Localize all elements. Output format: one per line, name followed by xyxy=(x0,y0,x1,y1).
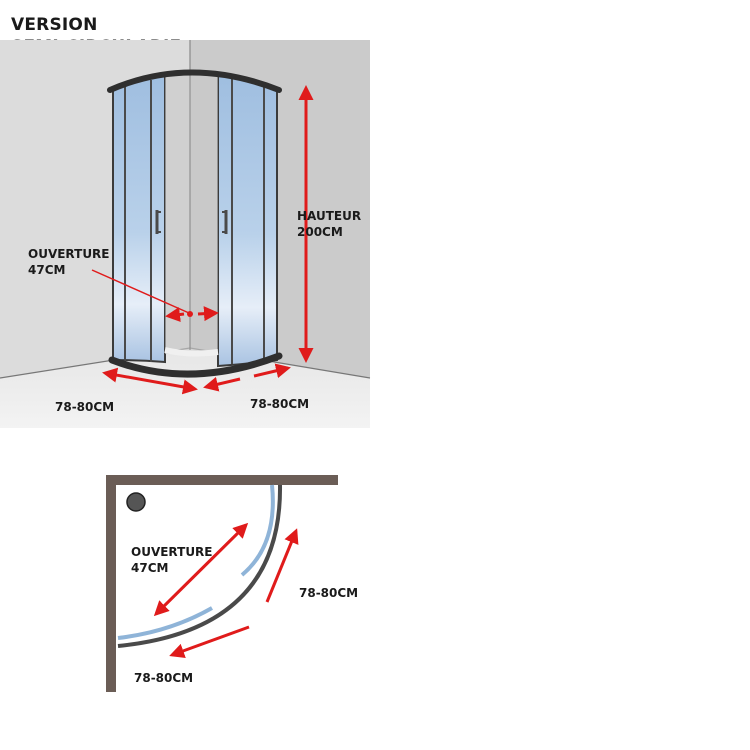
dimension-arrows-plan xyxy=(153,522,299,658)
top-rail xyxy=(107,69,282,93)
dimension-arrows-3d xyxy=(91,85,314,395)
right-width-arrow-a xyxy=(203,376,241,392)
left-width-arrow xyxy=(102,367,198,395)
opening-pointer xyxy=(91,269,190,314)
opening-label-plan-line1: OUVERTURE xyxy=(131,545,213,559)
opening-label-plan: OUVERTURE 47CM xyxy=(131,544,213,576)
opening-arrow-right xyxy=(197,306,219,322)
opening-label-3d-line1: OUVERTURE xyxy=(28,247,110,261)
shower-enclosure xyxy=(107,69,283,378)
plan-right-width-arrow xyxy=(265,528,299,603)
plan-bottom-width-arrow xyxy=(169,625,250,658)
plan-glass-right xyxy=(240,484,275,577)
left-width-label-3d: 78-80CM xyxy=(55,400,115,414)
opening-label-3d: OUVERTURE 47CM xyxy=(28,246,110,278)
opening-label-3d-line2: 47CM xyxy=(28,263,66,277)
plan-wall-left xyxy=(106,475,116,692)
right-width-label-3d: 78-80CM xyxy=(250,397,310,411)
height-label: HAUTEUR 200CM xyxy=(297,208,361,240)
drain-icon xyxy=(126,492,146,512)
opening-arrow-left xyxy=(165,307,185,322)
right-width-arrow-b xyxy=(253,363,291,379)
height-label-line2: 200CM xyxy=(297,225,343,239)
bottom-width-label-plan: 78-80CM xyxy=(134,671,194,685)
height-label-line1: HAUTEUR xyxy=(297,209,362,223)
opening-label-plan-line2: 47CM xyxy=(131,561,169,575)
right-width-label-plan: 78-80CM xyxy=(299,586,359,600)
plan-opening-arrow xyxy=(153,522,249,617)
title-line1: VERSION xyxy=(11,15,98,35)
shower-plan-view xyxy=(106,475,338,692)
plan-wall-top xyxy=(106,475,338,485)
plan-glass-left xyxy=(117,606,213,640)
